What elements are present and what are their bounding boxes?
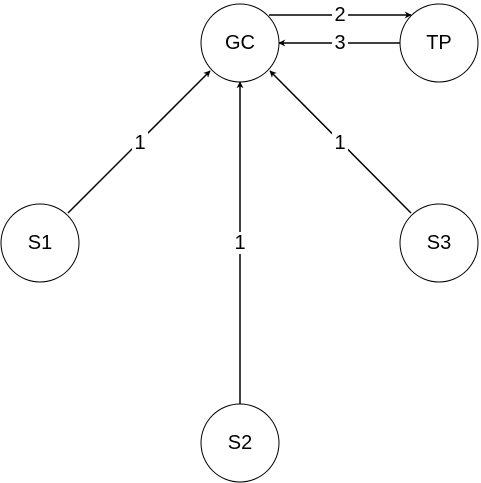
node-s3: S3 (399, 203, 479, 283)
node-circle-tp (399, 3, 479, 83)
node-label-s2: S2 (228, 432, 252, 454)
edge-label-s1-to-gc: 1 (134, 132, 145, 154)
node-gc: GC (200, 3, 280, 83)
node-label-s3: S3 (427, 232, 451, 254)
node-circle-s3 (399, 203, 479, 283)
node-s1: S1 (0, 203, 80, 283)
edge-label-s2-to-gc: 1 (234, 232, 245, 254)
node-circle-s2 (200, 403, 280, 483)
edge-label-tp-to-gc: 3 (334, 32, 345, 54)
edge-label-gc-to-tp: 2 (334, 4, 345, 26)
edge-label-background (332, 132, 348, 154)
node-tp: TP (399, 3, 479, 83)
edge-label-background (332, 4, 348, 26)
node-circle-gc (200, 3, 280, 83)
edge-label-background (232, 232, 248, 254)
node-label-gc: GC (225, 32, 255, 54)
edge-label-background (332, 32, 348, 54)
edge-label-s3-to-gc: 1 (334, 132, 345, 154)
node-label-tp: TP (426, 32, 452, 54)
edge-label-background (132, 132, 148, 154)
node-label-s1: S1 (28, 232, 52, 254)
node-s2: S2 (200, 403, 280, 483)
node-circle-s1 (0, 203, 80, 283)
edge-labels-layer: 2 3 1 1 1 (132, 4, 348, 254)
